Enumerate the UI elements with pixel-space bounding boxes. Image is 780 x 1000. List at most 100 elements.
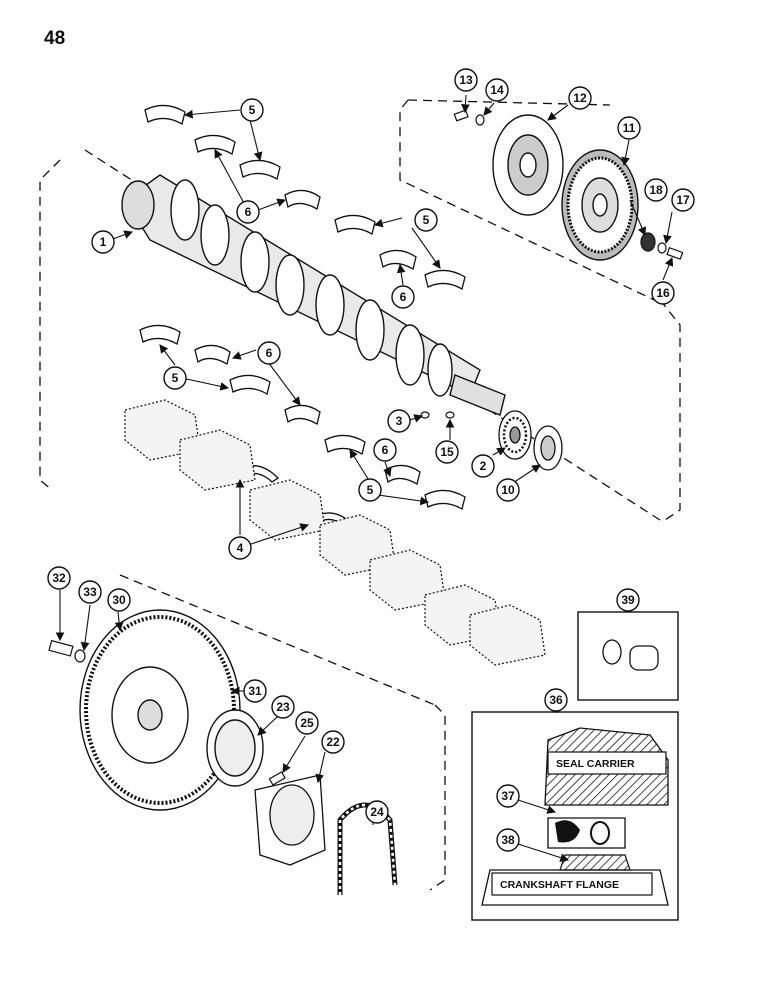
callout-number: 39 [621,593,635,607]
callout-number: 5 [249,103,256,117]
bearing-inserts [139,104,466,511]
callout-circle [47,566,71,590]
callout-number: 36 [549,693,563,707]
callout-c5b: 5 [414,208,438,232]
callout-number: 38 [501,833,515,847]
leader-lines [55,94,674,862]
pulley-bolt [420,109,684,419]
callout-c5c: 5 [163,366,187,390]
callout-c25: 25 [295,711,319,735]
detail-box-36: SEAL CARRIER CRANKSHAFT FLANGE [471,711,679,921]
callout-number: 22 [326,735,340,749]
rear-seal-carrier [254,774,326,866]
callout-c15: 15 [435,440,459,464]
crankshaft-flange-label: CRANKSHAFT FLANGE [500,879,619,891]
callout-circle [228,536,252,560]
callout-circle [671,188,695,212]
callout-number: 18 [649,183,663,197]
callout-c1: 1 [91,230,115,254]
callout-number: 37 [501,789,515,803]
callout-c10: 10 [496,478,520,502]
callout-circle [496,784,520,808]
callout-c30: 30 [107,588,131,612]
callout-circle [358,478,382,502]
callout-c39: 39 [616,588,640,612]
callout-circle [454,68,478,92]
callout-c5d: 5 [358,478,382,502]
callout-circle [373,438,397,462]
callout-number: 10 [501,483,515,497]
callout-c6c: 6 [257,341,281,365]
callout-circle [271,695,295,719]
callout-number: 6 [400,290,407,304]
callout-c4: 4 [228,536,252,560]
callout-circle [387,409,411,433]
detail-box-39 [577,611,679,701]
callout-c24: 24 [365,800,389,824]
callout-circle [107,588,131,612]
callout-number: 13 [459,73,473,87]
callout-number: 14 [490,83,504,97]
callout-c6a: 6 [236,200,260,224]
callout-c36: 36 [544,688,568,712]
callout-number: 33 [83,585,97,599]
callout-number: 6 [266,346,273,360]
callout-circle [391,285,415,309]
callout-number: 5 [367,483,374,497]
callout-c22: 22 [321,730,345,754]
callout-circle [257,341,281,365]
callout-number: 23 [276,700,290,714]
callout-circle [568,86,592,110]
rear-seal [206,709,264,787]
callout-number: 1 [100,235,107,249]
callout-circle [365,800,389,824]
callout-circle [616,588,640,612]
callout-c11: 11 [617,116,641,140]
callout-circle [240,98,264,122]
callout-number: 3 [396,414,403,428]
callout-group: 1234555566661011121314151617182223242530… [47,68,695,852]
callout-circle [496,828,520,852]
callout-c6d: 6 [373,438,397,462]
callout-c23: 23 [271,695,295,719]
callout-c2: 2 [471,454,495,478]
front-seal [533,425,563,471]
callout-c6b: 6 [391,285,415,309]
callout-circle [651,281,675,305]
seal-carrier-tag [547,751,667,775]
callout-circle [496,478,520,502]
callout-number: 12 [573,91,587,105]
callout-number: 24 [370,805,384,819]
vibration-damper [561,149,639,261]
crankshaft-gear [498,410,532,460]
callout-number: 2 [480,459,487,473]
callout-circle [485,78,509,102]
callout-number: 4 [237,541,244,555]
seal-carrier-label: SEAL CARRIER [556,758,635,770]
callout-c14: 14 [485,78,509,102]
callout-c3: 3 [387,409,411,433]
callout-number: 5 [423,213,430,227]
callout-c5a: 5 [240,98,264,122]
flywheel [79,609,241,811]
callout-c31: 31 [243,679,267,703]
callout-number: 31 [248,684,262,698]
callout-number: 17 [676,193,690,207]
callout-circle [414,208,438,232]
callout-number: 32 [52,571,66,585]
crankshaft [121,174,506,416]
callout-circle [617,116,641,140]
crankshaft-pulley [492,114,564,216]
callout-c12: 12 [568,86,592,110]
callout-number: 30 [112,593,126,607]
callout-circle [295,711,319,735]
callout-c18: 18 [644,178,668,202]
callout-c37: 37 [496,784,520,808]
callout-c13: 13 [454,68,478,92]
callout-number: 25 [300,716,314,730]
callout-circle [471,454,495,478]
callout-c32: 32 [47,566,71,590]
callout-circle [435,440,459,464]
callout-circle [91,230,115,254]
callout-number: 6 [245,205,252,219]
